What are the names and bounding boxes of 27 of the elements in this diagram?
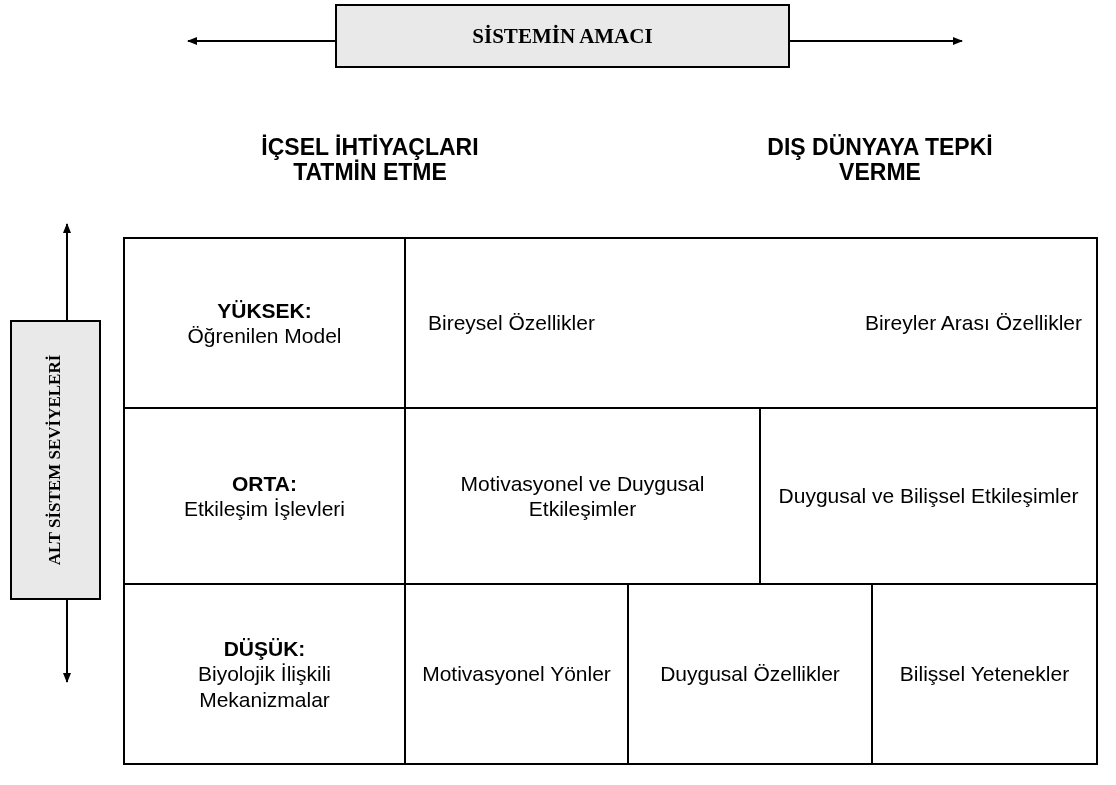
cell-text: Duygusal Özellikler [660,661,840,687]
arrow [789,37,963,45]
cell-text: Öğrenilen Model [187,323,342,349]
table-cell [123,583,406,765]
cell-text: Motivasyonel Yönler [422,661,611,687]
arrow [63,599,71,683]
level-heading: DÜŞÜK: [223,636,306,662]
cell-text: Bilişsel Yetenekler [899,661,1070,687]
arrow [187,37,336,45]
cell-text: Etkileşim İşlevleri [184,496,345,522]
title-box [10,320,101,600]
cell-text: Bireysel Özellikler [428,310,595,336]
column-heading: DIŞ DÜNYAYA TEPKİ VERME [766,135,994,186]
cell-text: SİSTEMİN AMACI [472,23,653,49]
title-box [335,4,790,68]
level-heading: YÜKSEK: [217,297,312,323]
cell-text: Motivasyonel ve Duygusal Etkileşimler [459,470,706,522]
cell-text: Duygusal ve Bilişsel Etkileşimler [778,483,1079,509]
cell-text: Biyolojik İlişkili Mekanizmalar [197,661,332,712]
table-cell [871,583,1098,765]
table-cell [123,237,406,409]
vertical-label: ALT SİSTEM SEVİYELERİ [45,354,66,566]
table-cell [404,237,1098,409]
cell-text: Bireyler Arası Özellikler [864,310,1082,336]
column-heading: İÇSEL İHTİYAÇLARI TATMİN ETME [260,135,480,186]
level-heading: ORTA: [232,470,297,496]
arrow [63,223,71,321]
